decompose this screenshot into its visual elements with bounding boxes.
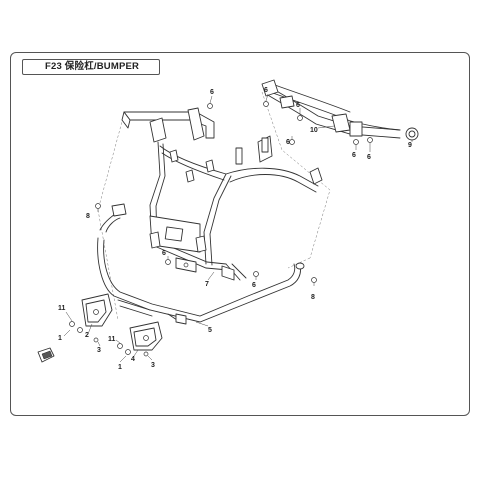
callout-6-right-a: 6 bbox=[352, 152, 356, 159]
callout-9: 9 bbox=[408, 142, 412, 149]
diagram-title: F23 保险杠/BUMPER bbox=[22, 59, 160, 75]
diagram-frame bbox=[10, 52, 470, 416]
bumper-main-frame bbox=[149, 135, 323, 281]
callout-leaders bbox=[63, 93, 413, 363]
callout-6-center: 6 bbox=[162, 250, 166, 257]
upper-right-tube bbox=[261, 79, 419, 141]
callout-5: 5 bbox=[208, 327, 212, 334]
callout-labels: 6 6 6 10 6 6 6 9 8 6 7 6 8 5 11 1 2 3 11… bbox=[58, 87, 412, 371]
callout-6-right-b: 6 bbox=[367, 154, 371, 161]
callout-6-top-left: 6 bbox=[210, 89, 214, 96]
callout-10: 10 bbox=[310, 127, 318, 134]
mount-bracket-right bbox=[129, 321, 163, 351]
callout-4: 4 bbox=[131, 356, 135, 363]
callout-1-right: 1 bbox=[118, 364, 122, 371]
callout-8-right: 8 bbox=[311, 294, 315, 301]
callout-6-mid: 6 bbox=[286, 139, 290, 146]
callout-6-lower: 6 bbox=[252, 282, 256, 289]
reflector-part bbox=[37, 347, 55, 363]
callout-7: 7 bbox=[205, 281, 209, 288]
callout-1-left: 1 bbox=[58, 335, 62, 342]
lower-bumper-tube bbox=[97, 203, 305, 325]
fasteners bbox=[69, 101, 373, 357]
mount-bracket-left bbox=[81, 293, 113, 327]
upper-mount-bracket-left bbox=[121, 107, 215, 143]
callout-8-left: 8 bbox=[86, 213, 90, 220]
callout-6-top-right: 6 bbox=[296, 102, 300, 109]
callout-3-right: 3 bbox=[151, 362, 155, 369]
callout-3-left: 3 bbox=[97, 347, 101, 354]
callout-6-top-center: 6 bbox=[264, 87, 268, 94]
callout-11-right: 11 bbox=[108, 336, 116, 343]
callout-11-left: 11 bbox=[58, 305, 66, 312]
callout-2: 2 bbox=[85, 332, 89, 339]
